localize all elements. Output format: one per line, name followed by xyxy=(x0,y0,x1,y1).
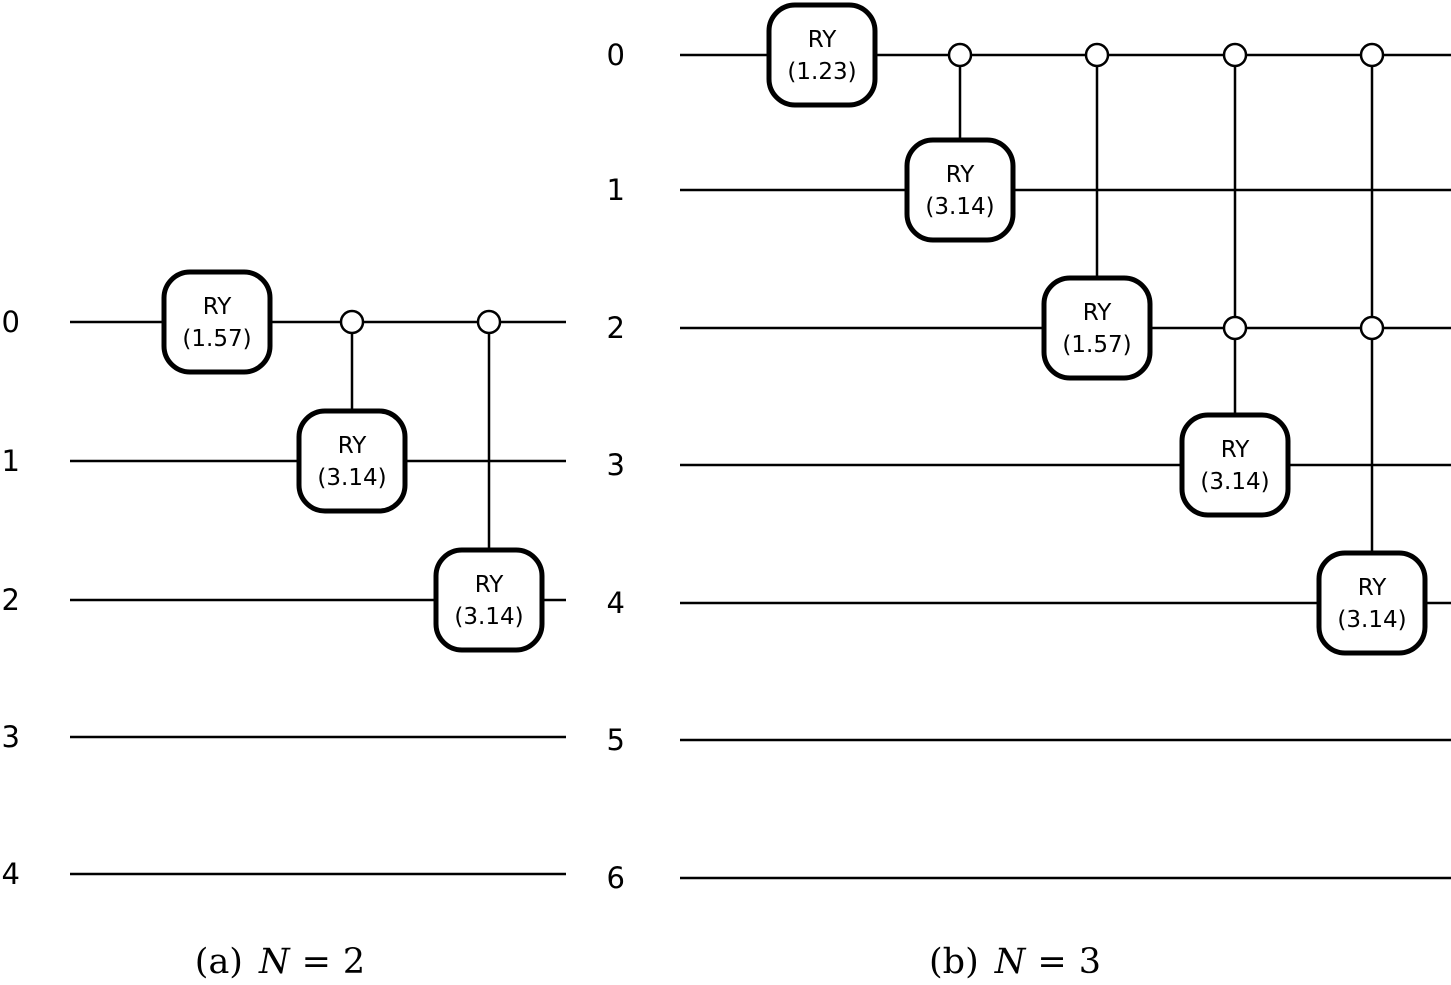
circuit-a-gate-2-name: RY xyxy=(475,572,505,598)
circuit-b-gate-3-open-control-icon-q2 xyxy=(1222,315,1248,341)
circuit-a-gate-2-open-control-icon-q0 xyxy=(476,309,502,335)
circuit-a: 0 1 2 3 4 RY (1.57) RY (3.14) RY (3.14) xyxy=(2,269,566,891)
circuit-b-gate-4-open-control-icon-q2 xyxy=(1359,315,1385,341)
circuit-a-wire-label-2: 2 xyxy=(2,583,20,617)
circuit-b-gate-1-name: RY xyxy=(946,162,976,188)
circuit-a-gate-1-box xyxy=(296,408,408,514)
circuit-b-gate-2-open-control-icon-q0 xyxy=(1084,42,1110,68)
circuit-b-gate-1-param: (3.14) xyxy=(925,194,994,220)
circuit-a-gate-0-name: RY xyxy=(203,294,233,320)
circuit-b-gate-3-box xyxy=(1179,412,1291,518)
caption-b-value: 3 xyxy=(1078,942,1101,982)
circuit-b-gate-3-open-control-icon-q0 xyxy=(1222,42,1248,68)
circuit-a-gate-1-open-control-icon-q0 xyxy=(339,309,365,335)
circuit-a-wire-label-1: 1 xyxy=(2,444,20,478)
circuit-a-gate-1-param: (3.14) xyxy=(317,465,386,491)
caption-b-relation: = xyxy=(1037,942,1067,982)
caption-a-variable: N xyxy=(258,942,290,982)
caption-a-index: (a) xyxy=(194,942,243,982)
circuit-b-gate-3-param: (3.14) xyxy=(1200,469,1269,495)
circuit-b: 0 1 2 3 4 5 6 RY (1.23) RY (3.14) RY (1.57) RY (3.14) R… xyxy=(607,2,1451,895)
circuit-b-wire-label-5: 5 xyxy=(607,723,625,757)
circuit-a-wire-label-3: 3 xyxy=(2,720,20,754)
circuit-a-wire-label-4: 4 xyxy=(2,857,20,891)
circuit-b-gate-4-name: RY xyxy=(1358,575,1388,601)
caption-b-variable: N xyxy=(994,942,1026,982)
circuit-b-gate-2-name: RY xyxy=(1083,300,1113,326)
circuit-b-gate-0-box xyxy=(766,2,878,108)
circuit-b-gate-4-open-control-icon-q0 xyxy=(1359,42,1385,68)
circuit-b-wire-label-3: 3 xyxy=(607,448,625,482)
circuit-b-gate-4-param: (3.14) xyxy=(1337,607,1406,633)
caption-b: (b) N = 3 xyxy=(929,942,1101,982)
circuit-b-gate-0-name: RY xyxy=(808,27,838,53)
circuit-b-gate-3-name: RY xyxy=(1221,437,1251,463)
circuit-b-gate-2-param: (1.57) xyxy=(1062,332,1131,358)
circuit-b-wire-label-6: 6 xyxy=(607,861,625,895)
circuit-b-wire-label-1: 1 xyxy=(607,173,625,207)
circuit-a-wire-label-0: 0 xyxy=(2,305,20,339)
circuit-a-gate-2-param: (3.14) xyxy=(454,604,523,630)
caption-b-index: (b) xyxy=(929,942,979,982)
circuit-b-wire-label-2: 2 xyxy=(607,311,625,345)
caption-a: (a) N = 2 xyxy=(195,942,365,982)
circuit-b-wire-label-0: 0 xyxy=(607,38,625,72)
circuit-a-gate-0-box xyxy=(161,269,273,375)
circuit-a-gate-0-param: (1.57) xyxy=(182,326,251,352)
circuit-a-gate-1-name: RY xyxy=(338,433,368,459)
circuit-b-gate-0-param: (1.23) xyxy=(787,59,856,85)
caption-a-relation: = xyxy=(301,942,331,982)
circuit-b-gate-2-box xyxy=(1041,275,1153,381)
caption-a-value: 2 xyxy=(342,942,366,982)
circuit-b-gate-1-open-control-icon-q0 xyxy=(947,42,973,68)
circuit-b-gate-1-box xyxy=(904,137,1016,243)
circuit-b-gate-4-box xyxy=(1316,550,1428,656)
circuit-b-wire-label-4: 4 xyxy=(607,586,625,620)
circuit-a-gate-2-box xyxy=(433,547,545,653)
